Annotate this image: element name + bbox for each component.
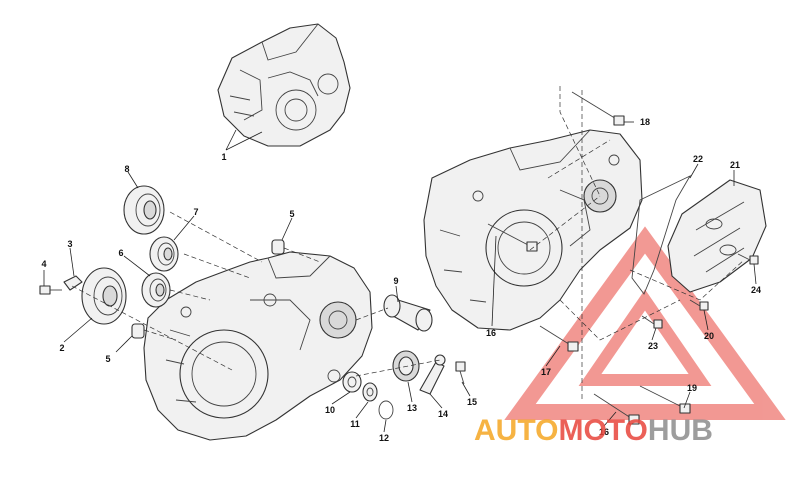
bearing-7 — [149, 236, 179, 272]
dowel-5-upper — [271, 239, 285, 255]
watermark-moto: MOTO — [558, 414, 647, 447]
left-crankcase-half — [143, 251, 373, 441]
long-bolt-16-lower — [593, 393, 640, 425]
callout-21: 21 — [730, 160, 740, 170]
leader-lines — [43, 121, 757, 433]
callout-20: 20 — [704, 331, 714, 341]
callout-4: 4 — [41, 259, 46, 269]
bolt-15 — [455, 361, 466, 385]
long-bolt-18 — [571, 91, 625, 126]
sleeve-9 — [383, 294, 433, 332]
bearing-2 — [81, 267, 127, 325]
bushing-10 — [342, 371, 362, 393]
callout-11: 11 — [350, 419, 360, 429]
screw-4 — [39, 285, 62, 295]
callout-22: 22 — [693, 154, 703, 164]
callout-13: 13 — [407, 403, 417, 413]
callout-24: 24 — [751, 285, 761, 295]
callout-2: 2 — [59, 343, 64, 353]
watermark-auto: AUTO — [474, 414, 558, 447]
bolt-23 — [641, 315, 663, 329]
callout-12: 12 — [379, 433, 389, 443]
callout-1: 1 — [221, 152, 226, 162]
callout-16b: 16 — [599, 427, 609, 437]
callout-15: 15 — [467, 397, 477, 407]
seal-13 — [392, 350, 420, 382]
retainer-plate-3 — [63, 275, 83, 291]
callout-5b: 5 — [105, 354, 110, 364]
callout-5a: 5 — [289, 209, 294, 219]
callout-labels: 1 2 3 4 5 5 6 7 8 9 10 11 12 13 14 15 16… — [41, 117, 761, 443]
watermark-hub: HUB — [648, 414, 713, 447]
circlip-12 — [378, 400, 394, 420]
bearing-8 — [123, 185, 165, 235]
watermark-text: AUTOMOTOHUB — [474, 414, 713, 447]
callout-17: 17 — [541, 367, 551, 377]
callout-18: 18 — [640, 117, 650, 127]
dowel-5-lower — [131, 323, 145, 339]
callout-7: 7 — [193, 207, 198, 217]
alignment-lines — [71, 86, 745, 400]
gasket-22 — [631, 174, 692, 295]
callout-10: 10 — [325, 405, 335, 415]
washer-11 — [362, 382, 378, 402]
bearing-6 — [141, 272, 171, 308]
callout-16a: 16 — [486, 328, 496, 338]
callout-6: 6 — [118, 248, 123, 258]
callout-9: 9 — [393, 276, 398, 286]
long-bolt-19 — [639, 385, 691, 414]
right-crankcase-half — [423, 129, 643, 331]
long-bolt-16-upper — [487, 223, 538, 252]
callout-14: 14 — [438, 409, 448, 419]
lever-14 — [419, 354, 446, 395]
cover-21 — [667, 179, 767, 293]
callout-23: 23 — [648, 341, 658, 351]
callout-19: 19 — [687, 383, 697, 393]
long-bolt-17 — [539, 325, 579, 352]
svg-text:AUTOMOTOHUB: AUTOMOTOHUB — [474, 414, 713, 447]
callout-3: 3 — [67, 239, 72, 249]
callout-8: 8 — [124, 164, 129, 174]
engine-assembly — [217, 23, 351, 151]
